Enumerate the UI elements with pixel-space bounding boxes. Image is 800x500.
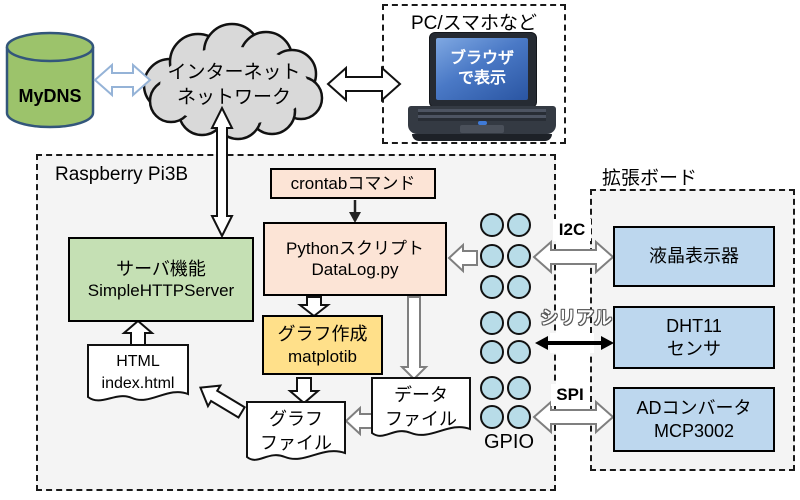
- browser-text-line1: ブラウザ: [449, 50, 514, 67]
- device-box-adc: ADコンバータ MCP3002: [613, 387, 775, 452]
- device-adc-line1: ADコンバータ: [636, 398, 752, 418]
- html-doc-line2: index.html: [101, 374, 175, 392]
- mydns-label: MyDNS: [18, 86, 82, 106]
- arrow-crontab-python: [349, 200, 361, 223]
- graph-tool-line1: グラフ作成: [277, 324, 368, 345]
- arrow-gpio-adc-spi: [532, 399, 615, 435]
- arrow-htmldoc-server: [121, 319, 155, 346]
- browser-text-line2: で表示: [457, 70, 506, 87]
- gpio-pins: [480, 213, 531, 429]
- html-doc-text: HTML index.html: [88, 351, 188, 394]
- data-file-line2: ファイル: [385, 409, 457, 430]
- device-adc-line2: MCP3002: [653, 420, 735, 441]
- data-file-line1: データ: [394, 385, 448, 405]
- python-label-line2: DataLog.py: [311, 260, 399, 279]
- expansion-board-title: 拡張ボード: [602, 168, 698, 189]
- html-doc-shape: [87, 344, 189, 402]
- server-label-line1: サーバ機能: [116, 258, 206, 279]
- arrow-graphfile-htmldoc: [198, 384, 247, 419]
- arrow-python-datafile: [399, 296, 429, 381]
- html-doc-line1: HTML: [116, 353, 160, 370]
- device-dht11-line2: センサ: [667, 338, 721, 359]
- raspberry-pi-title: Raspberry Pi3B: [55, 164, 189, 185]
- arrow-datafile-graphfile: [344, 405, 373, 437]
- python-box: Pythonスクリプト DataLog.py: [263, 222, 447, 296]
- device-box-dht11: DHT11 センサ: [613, 306, 775, 369]
- bus-label-spi: SPI: [551, 384, 589, 406]
- arrow-cloud-pc: [326, 65, 402, 103]
- arrow-gpio-lcd-i2c: [532, 239, 615, 275]
- arrow-graphtool-graphfile: [287, 377, 321, 405]
- laptop-keyboard: [408, 106, 556, 134]
- data-file-text: データ ファイル: [372, 383, 470, 432]
- database-cylinder-icon: [5, 31, 95, 129]
- gpio-label: GPIO: [483, 431, 534, 453]
- graph-tool-line2: matplotib: [288, 346, 357, 366]
- arrow-mydns-cloud: [93, 62, 152, 98]
- server-label-line2: SimpleHTTPServer: [87, 281, 235, 301]
- graph-file-line2: ファイル: [260, 433, 332, 454]
- device-lcd-label: 液晶表示器: [649, 246, 739, 267]
- arrow-gpio-dht11-serial: [535, 333, 614, 353]
- arrow-gpio-python: [447, 242, 478, 274]
- laptop-touchpad: [460, 125, 504, 133]
- cloud-label: インターネット ネットワーク: [152, 60, 316, 110]
- server-box: サーバ機能 SimpleHTTPServer: [68, 237, 254, 322]
- laptop-keys: [418, 109, 546, 121]
- cloud-label-line2: ネットワーク: [176, 87, 291, 108]
- browser-screen: ブラウザ で表示: [436, 38, 528, 100]
- device-dht11-line1: DHT11: [666, 316, 722, 336]
- pc-box-title: PC/スマホなど: [410, 13, 538, 34]
- graph-tool-box: グラフ作成 matplotib: [262, 315, 383, 375]
- graph-file-text: グラフ ファイル: [247, 407, 345, 456]
- laptop-bottom: [412, 134, 552, 141]
- laptop: ブラウザ で表示: [408, 30, 556, 142]
- graph-file-line1: グラフ: [269, 409, 323, 429]
- laptop-trackpoint: [478, 121, 487, 125]
- bus-label-i2c: I2C: [553, 219, 591, 241]
- arrow-python-graphtool: [297, 296, 331, 318]
- python-label-line1: Pythonスクリプト: [286, 238, 424, 258]
- arrow-cloud-server: [210, 105, 234, 239]
- crontab-box: crontabコマンド: [270, 168, 436, 199]
- bus-label-serial: シリアル: [540, 308, 612, 328]
- graph-file-doc-shape: [246, 401, 346, 461]
- data-file-doc-shape: [371, 377, 471, 437]
- device-box-lcd: 液晶表示器: [613, 226, 775, 287]
- crontab-label: crontabコマンド: [290, 173, 416, 193]
- cloud-label-line1: インターネット: [167, 62, 301, 83]
- laptop-screen: ブラウザ で表示: [429, 32, 537, 108]
